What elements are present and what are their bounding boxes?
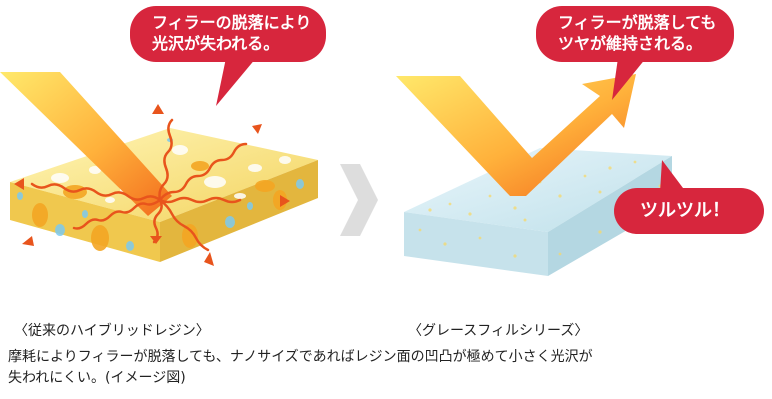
rough-resin-block xyxy=(10,128,318,262)
description: 摩耗によりフィラーが脱落しても、ナノサイズであればレジン面の凹凸が極めて小さく光… xyxy=(8,347,768,389)
smooth-badge xyxy=(614,160,764,234)
transition-arrow xyxy=(340,164,378,236)
bubble-text-right: フィラーが脱落しても ツヤが維持される。 xyxy=(558,12,716,54)
light-arrow-left xyxy=(0,72,172,216)
bubble-right-line-2: ツヤが維持される。 xyxy=(558,34,703,53)
bubble-right-line-1: フィラーが脱落しても xyxy=(558,13,717,32)
description-line-1: 摩耗によりフィラーが脱落しても、ナノサイズであればレジン面の凹凸が極めて小さく光… xyxy=(8,349,593,365)
caption-left: 〈従来のハイブリッドレジン〉 xyxy=(14,323,210,339)
bubble-left-line-1: フィラーの脱落により xyxy=(152,13,312,32)
speech-bubble-right xyxy=(536,6,734,100)
light-arrow-right xyxy=(396,74,636,196)
bubble-left-line-2: 光沢が失われる。 xyxy=(152,34,280,53)
illustration xyxy=(0,6,764,276)
scatter-arrows xyxy=(30,118,248,252)
description-line-2: 失われにくい。(イメージ図) xyxy=(8,370,186,386)
caption-right: 〈グレースフィルシリーズ〉 xyxy=(408,323,589,339)
badge-text: ツルツル！ xyxy=(640,200,730,221)
scatter-arrow-heads xyxy=(14,104,290,266)
bubble-text-left: フィラーの脱落により 光沢が失われる。 xyxy=(152,12,311,54)
smooth-resin-block xyxy=(404,148,672,276)
speech-bubble-left xyxy=(130,6,326,106)
